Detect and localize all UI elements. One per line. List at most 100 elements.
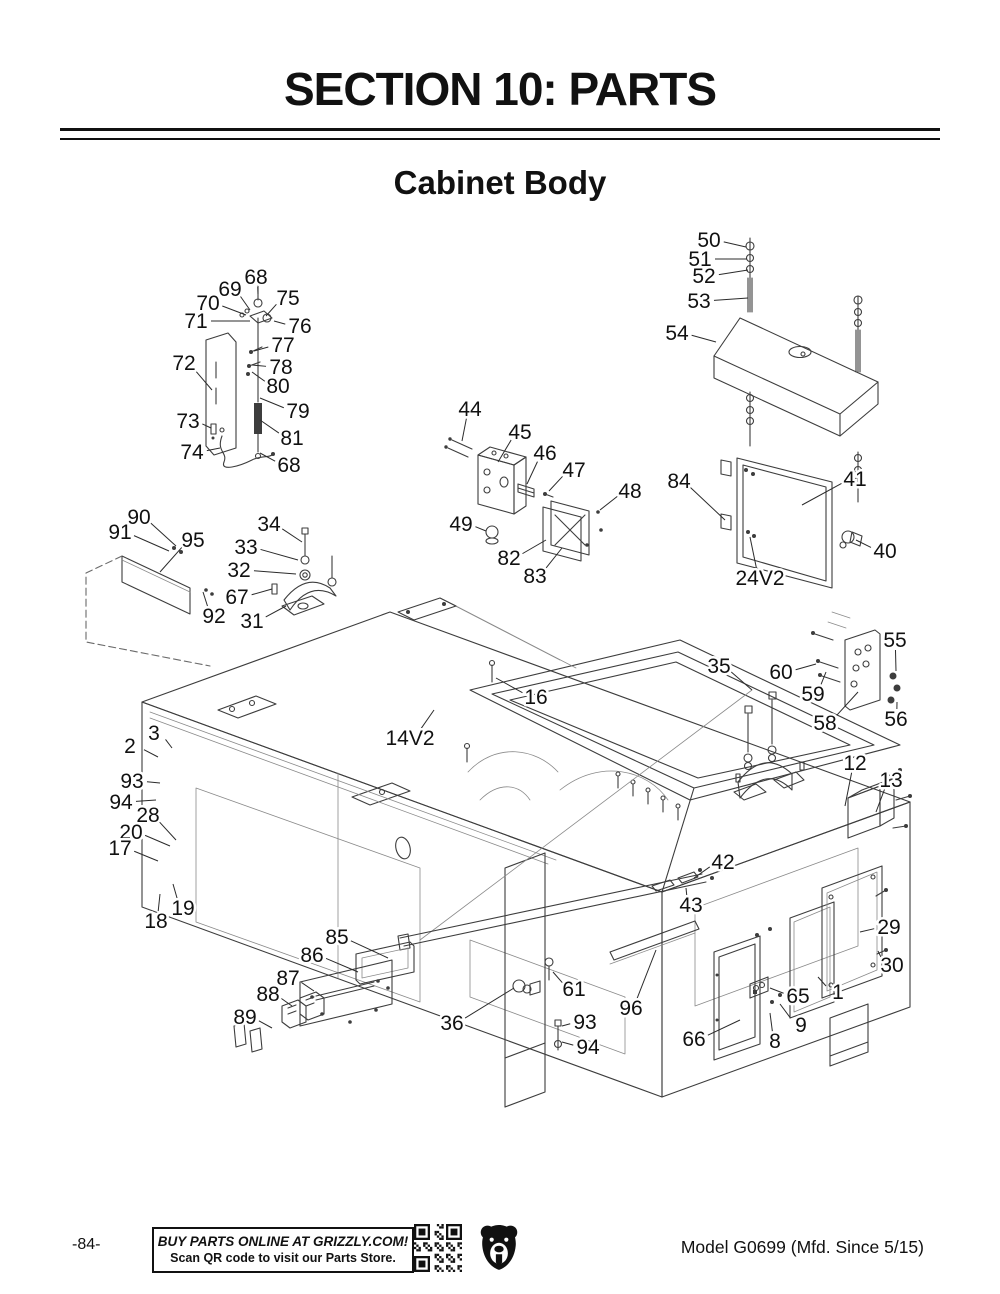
leader-line-72: [194, 369, 213, 391]
part-callout-66: 66: [682, 1028, 705, 1051]
part-callout-34: 34: [257, 513, 281, 536]
leader-line-87: [301, 982, 315, 992]
leader-line-19: [172, 883, 178, 899]
leader-line-75: [265, 303, 277, 317]
bottom-hardware-art: [544, 920, 700, 1051]
part-callout-18: 18: [144, 910, 167, 933]
part-callout-42: 42: [711, 851, 734, 874]
part-callout-47: 47: [562, 459, 585, 482]
part-callout-92: 92: [202, 605, 225, 628]
leader-line-89: [258, 1020, 273, 1029]
part-callout-56: 56: [884, 708, 907, 731]
leader-line-91: [133, 535, 170, 552]
leader-line-69: [239, 295, 251, 311]
leader-line-85: [350, 940, 389, 959]
promo-headline: BUY PARTS ONLINE AT GRIZZLY.COM!: [157, 1234, 409, 1249]
title-divider: [60, 128, 940, 140]
leader-line-32: [253, 570, 297, 575]
leader-line-18: [157, 893, 161, 912]
leader-line-41: [801, 482, 842, 506]
leader-line-48: [599, 495, 618, 511]
diagram-title: Cabinet Body: [393, 164, 607, 201]
leader-line-79: [259, 397, 284, 409]
part-callout-80: 80: [266, 375, 289, 398]
part-callout-45: 45: [508, 421, 531, 444]
leader-line-14V2: [419, 709, 435, 731]
part-callout-65: 65: [786, 985, 809, 1008]
part-callout-54: 54: [665, 322, 689, 345]
part-callout-60: 60: [769, 661, 792, 684]
leader-line-45: [497, 439, 512, 463]
part-callout-40: 40: [873, 540, 896, 563]
leader-line-53: [713, 297, 749, 301]
leader-line-35: [730, 671, 753, 691]
part-callout-81: 81: [280, 427, 303, 450]
part-callout-32: 32: [227, 559, 250, 582]
leader-line-65: [769, 987, 784, 994]
part-callout-30: 30: [880, 954, 903, 977]
saddle-bracket-art: [733, 691, 805, 801]
part-callout-77: 77: [271, 334, 294, 357]
leader-line-9: [779, 1003, 791, 1019]
leader-line-30: [877, 950, 882, 959]
leader-line-86: [325, 958, 359, 973]
leader-line-60: [795, 663, 817, 671]
part-callout-49: 49: [449, 513, 472, 536]
grizzly-bear-logo-icon: [480, 1225, 518, 1270]
leader-line-61: [552, 971, 563, 984]
side-panel-art: [85, 546, 214, 667]
rear-panels-art: [713, 865, 888, 1061]
leader-line-83: [545, 547, 563, 570]
part-callout-85: 85: [325, 926, 348, 949]
leader-line-78: [251, 364, 267, 367]
promo-subline: Scan QR code to visit our Parts Store.: [170, 1251, 396, 1265]
leader-line-44: [461, 418, 467, 442]
part-callout-43: 43: [679, 894, 702, 917]
part-callout-12: 12: [843, 752, 866, 775]
leader-line-43: [685, 887, 688, 896]
part-callout-31: 31: [240, 610, 263, 633]
leader-line-17: [134, 850, 159, 862]
leader-line-3: [165, 739, 173, 749]
part-callout-70: 70: [196, 292, 219, 315]
leader-line-74: [206, 447, 221, 452]
part-callout-50: 50: [697, 229, 720, 252]
leader-line-54: [691, 334, 717, 343]
parts-promo-box: BUY PARTS ONLINE AT GRIZZLY.COM! Scan QR…: [152, 1227, 414, 1273]
section-title: SECTION 10: PARTS: [284, 63, 717, 115]
leader-line-93: [561, 1023, 571, 1027]
part-callout-94: 94: [576, 1036, 600, 1059]
leader-line-77: [253, 346, 269, 352]
leader-line-76: [273, 320, 286, 325]
leader-line-2: [143, 749, 159, 758]
page-number: -84-: [72, 1236, 101, 1253]
leader-line-67: [251, 588, 273, 596]
part-callout-88: 88: [256, 983, 279, 1006]
leader-line-50: [723, 241, 747, 248]
part-callout-59: 59: [801, 683, 824, 706]
leader-line-66: [707, 1019, 741, 1036]
rod-art: [397, 868, 714, 951]
leader-line-55: [894, 649, 897, 672]
part-callout-52: 52: [692, 265, 715, 288]
leader-line-1: [817, 976, 827, 987]
switch-box-art: [847, 768, 912, 839]
part-callout-91: 91: [108, 521, 131, 544]
part-callout-76: 76: [288, 315, 311, 338]
leader-line-70: [222, 305, 247, 316]
part-callout-86: 86: [300, 944, 323, 967]
leader-line-20: [144, 834, 171, 847]
part-callout-24V2: 24V2: [735, 567, 784, 590]
leader-line-80: [251, 371, 266, 382]
part-callout-35: 35: [707, 655, 730, 678]
part-callout-84: 84: [667, 470, 691, 493]
part-callout-33: 33: [234, 536, 257, 559]
leader-line-24V2: [749, 536, 757, 569]
leader-line-31: [265, 605, 287, 618]
part-callout-1: 1: [832, 981, 844, 1004]
part-callout-68: 68: [244, 266, 267, 289]
callout-layer: 5051525354686970717576777880727973817468…: [106, 227, 910, 1062]
part-callout-53: 53: [687, 290, 710, 313]
part-callout-78: 78: [269, 356, 292, 379]
